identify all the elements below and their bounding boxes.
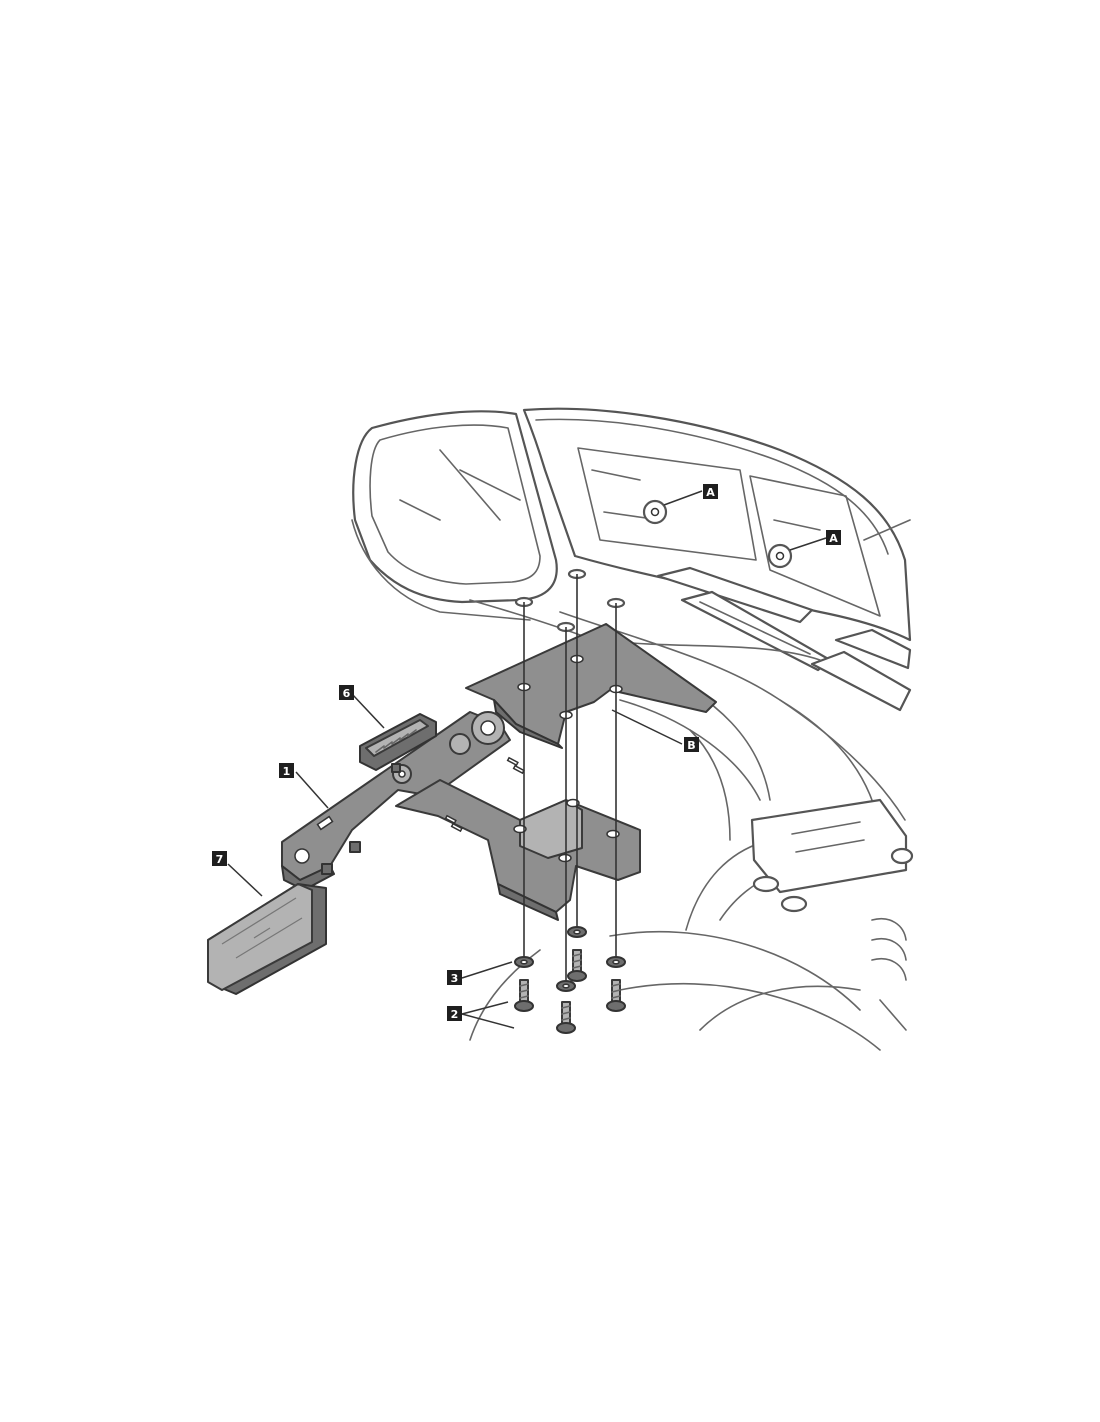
- label-part-1-text: 1: [283, 765, 291, 778]
- label-part-7: 7: [212, 851, 227, 866]
- label-part-3-text: 3: [451, 972, 459, 985]
- label-b: B: [684, 737, 699, 752]
- bolts: [514, 949, 626, 1034]
- label-part-3: 3: [447, 970, 462, 985]
- washers: [514, 926, 626, 992]
- label-a-right: A: [826, 530, 841, 545]
- lower-bracket: [281, 711, 641, 921]
- label-a-right-text: A: [829, 532, 838, 545]
- label-a-top: A: [703, 484, 718, 499]
- fixing-points-a: [642, 499, 793, 569]
- leader-lines: [227, 490, 827, 1029]
- label-part-2-text: 2: [451, 1008, 459, 1021]
- label-part-7-text: 7: [216, 853, 224, 866]
- mounting-plate: [465, 623, 717, 749]
- motorcycle-tail-body: [351, 407, 914, 1051]
- label-a-top-text: A: [706, 486, 715, 499]
- label-part-6-text: 6: [343, 687, 351, 700]
- reflector: [207, 883, 327, 995]
- assembly-axis-lines: [523, 574, 617, 980]
- label-part-1: 1: [279, 763, 294, 778]
- license-light: [359, 713, 437, 771]
- label-part-2: 2: [447, 1006, 462, 1021]
- label-b-text: B: [687, 739, 695, 752]
- label-part-6: 6: [339, 685, 354, 700]
